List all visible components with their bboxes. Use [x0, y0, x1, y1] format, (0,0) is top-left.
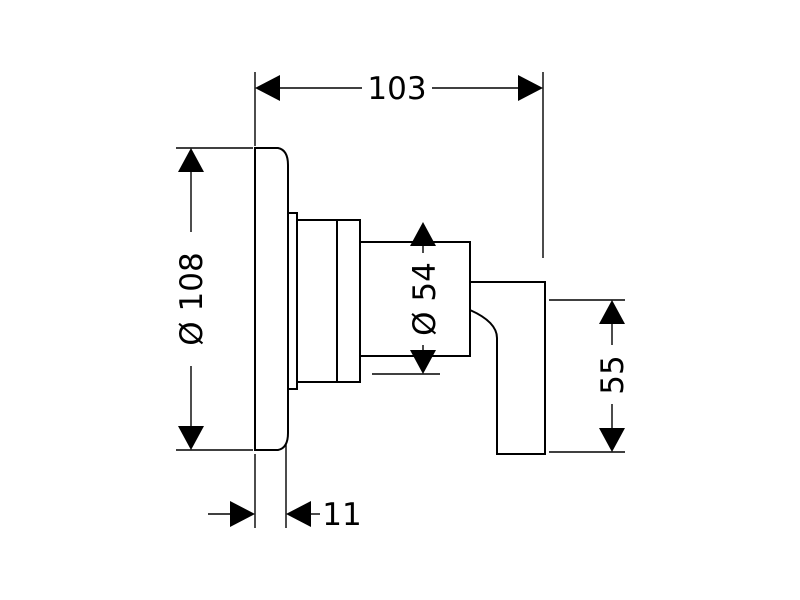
dimension-label-overall-depth: 103 — [367, 71, 426, 107]
dimension-label-body-diameter: Ø 54 — [407, 262, 443, 336]
dimension-lever-height: 55 — [549, 299, 631, 453]
dimension-label-rosette-diameter: Ø 108 — [174, 252, 210, 345]
rosette-plate — [254, 147, 289, 451]
ring-body — [296, 219, 361, 383]
valve-part-outline — [254, 147, 546, 455]
flange-collar — [287, 212, 298, 390]
lever-handle — [469, 281, 546, 455]
dimension-rosette-diameter: Ø 108 — [174, 147, 253, 451]
dimension-overall-depth: 103 — [254, 71, 544, 258]
dimension-body-diameter: Ø 54 — [360, 222, 443, 375]
dimension-label-lever-height: 55 — [595, 355, 631, 394]
dimension-label-rosette-thickness: 11 — [322, 497, 361, 533]
dimension-rosette-thickness: 11 — [208, 444, 362, 533]
